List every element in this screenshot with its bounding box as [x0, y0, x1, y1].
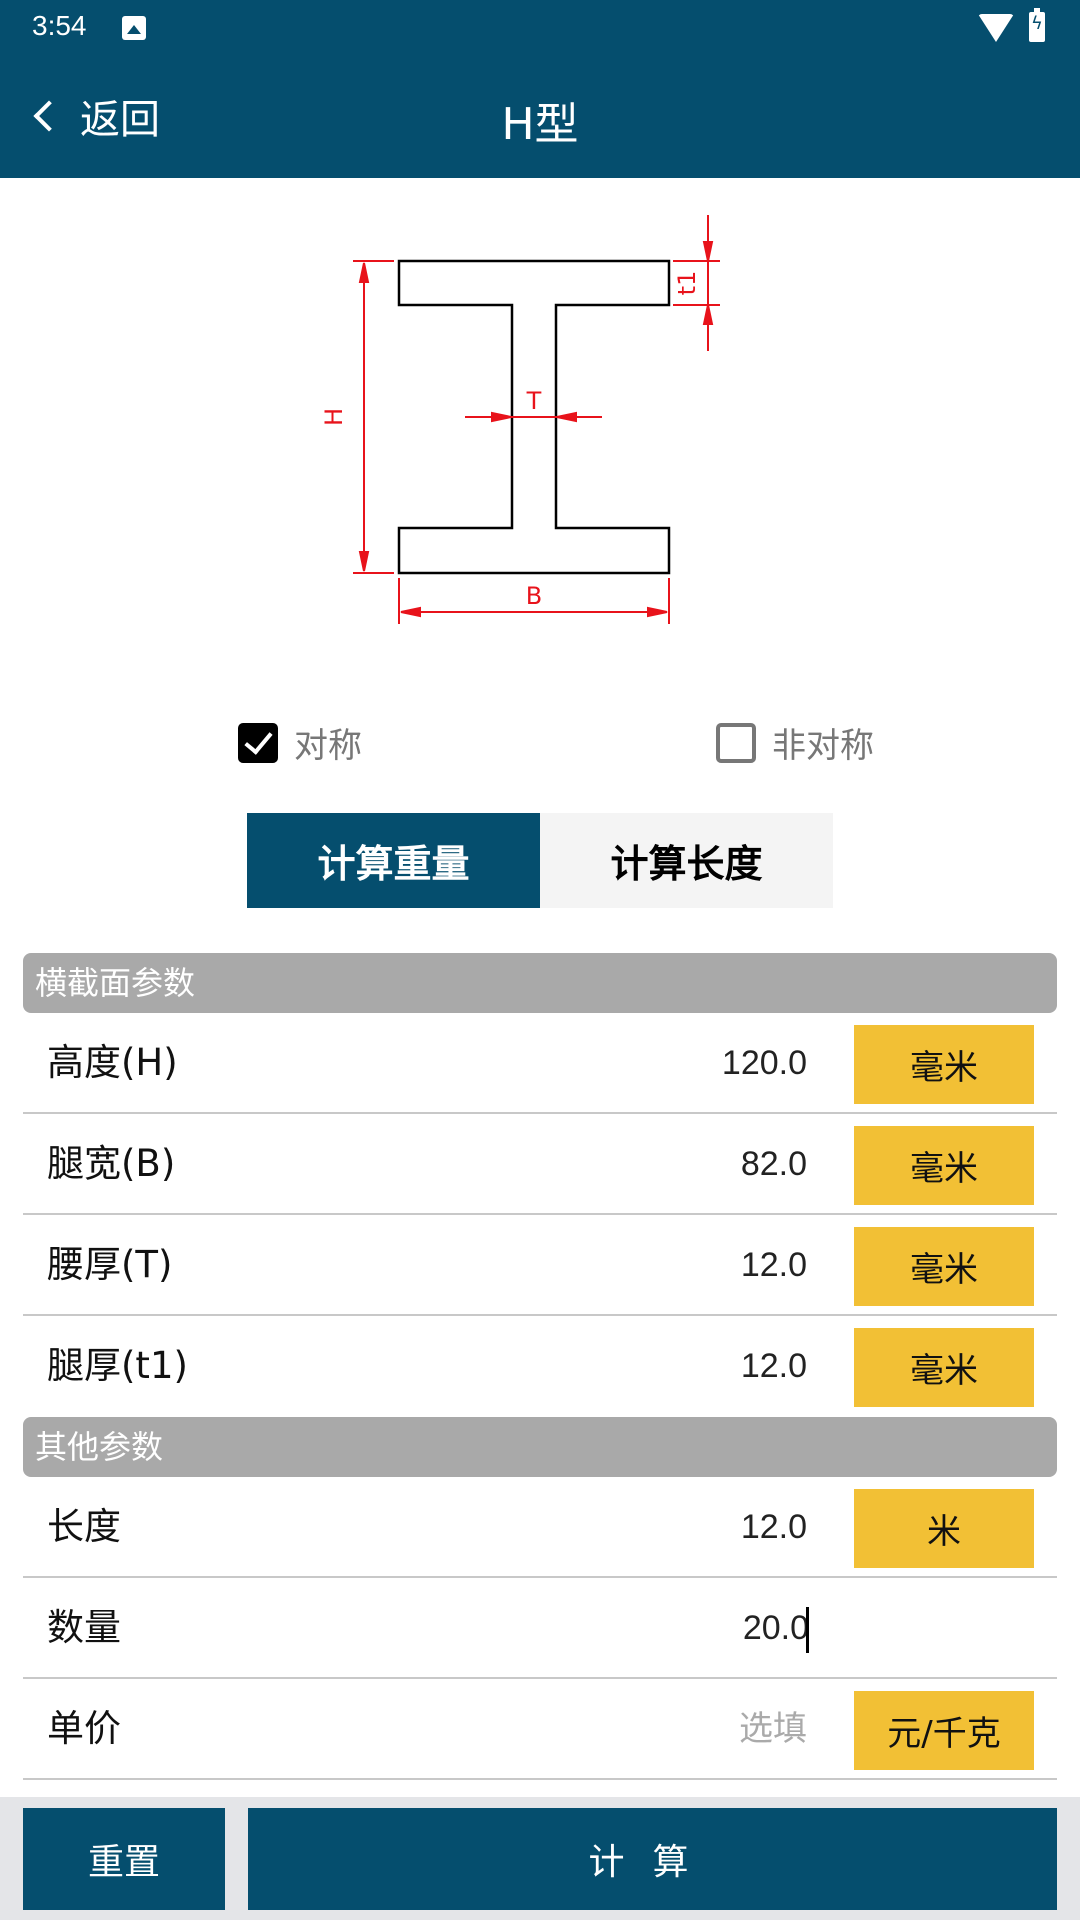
param-label: 腰厚(T) — [47, 1243, 173, 1286]
param-label: 腿厚(t1) — [47, 1344, 188, 1387]
param-row-length: 长度 12.0 米 — [23, 1477, 1057, 1578]
label-B: B — [526, 582, 542, 610]
back-button[interactable]: 返回 — [28, 86, 160, 146]
unit-button[interactable]: 毫米 — [854, 1025, 1034, 1104]
unit-button[interactable]: 米 — [854, 1489, 1034, 1568]
bottom-action-bar: 重置 计算 — [0, 1797, 1080, 1920]
reset-button[interactable]: 重置 — [23, 1808, 225, 1910]
symmetric-checkbox[interactable]: 对称 — [238, 718, 362, 767]
mode-tabs: 计算重量 计算长度 — [247, 813, 833, 908]
label-t1: t1 — [673, 271, 701, 296]
status-bar: 3:54 — [0, 0, 1080, 56]
h-beam-diagram: T B H t1 — [320, 200, 740, 640]
label-H: H — [320, 408, 348, 426]
param-row-unit-price: 单价 选填 元/千克 — [23, 1679, 1057, 1780]
app-header: 返回 H型 — [0, 56, 1080, 178]
symmetric-label: 对称 — [294, 726, 362, 766]
unit-button[interactable]: 元/千克 — [854, 1691, 1034, 1770]
wifi-icon — [978, 14, 1014, 42]
text-cursor — [806, 1607, 809, 1654]
unit-button[interactable]: 毫米 — [854, 1126, 1034, 1205]
length-input[interactable]: 12.0 — [740, 1508, 807, 1546]
param-row-quantity: 数量 20.0 — [23, 1578, 1057, 1679]
checkbox-unchecked-icon — [716, 722, 756, 763]
param-label: 数量 — [47, 1606, 121, 1649]
page-title: H型 — [501, 99, 579, 150]
asymmetric-checkbox[interactable]: 非对称 — [716, 718, 874, 767]
web-thickness-input[interactable]: 12.0 — [740, 1246, 807, 1284]
asymmetric-label: 非对称 — [772, 726, 874, 766]
section-header-cross-section: 横截面参数 — [23, 953, 1057, 1013]
param-row-web-thickness: 腰厚(T) 12.0 毫米 — [23, 1215, 1057, 1316]
image-notification-icon — [122, 16, 146, 40]
param-label: 腿宽(B) — [47, 1142, 176, 1185]
param-label: 高度(H) — [47, 1041, 178, 1084]
quantity-input[interactable]: 20.0 — [509, 1578, 809, 1678]
param-row-height: 高度(H) 120.0 毫米 — [23, 1013, 1057, 1114]
battery-charging-icon — [1029, 8, 1045, 42]
label-T: T — [526, 387, 542, 415]
unit-button[interactable]: 毫米 — [854, 1328, 1034, 1407]
tab-calc-length[interactable]: 计算长度 — [540, 813, 833, 908]
flange-thickness-input[interactable]: 12.0 — [740, 1347, 807, 1385]
calculate-button[interactable]: 计算 — [248, 1808, 1057, 1910]
param-row-width: 腿宽(B) 82.0 毫米 — [23, 1114, 1057, 1215]
symmetry-options: 对称 非对称 — [0, 718, 1080, 768]
section-header-other: 其他参数 — [23, 1417, 1057, 1477]
param-label: 单价 — [47, 1707, 121, 1750]
back-label: 返回 — [80, 97, 160, 143]
param-row-flange-thickness: 腿厚(t1) 12.0 毫米 — [23, 1316, 1057, 1417]
unit-button[interactable]: 毫米 — [854, 1227, 1034, 1306]
tab-calc-weight[interactable]: 计算重量 — [247, 813, 540, 908]
checkbox-checked-icon — [238, 722, 278, 763]
unit-price-input[interactable]: 选填 — [739, 1709, 807, 1749]
width-input[interactable]: 82.0 — [740, 1145, 807, 1183]
status-time: 3:54 — [32, 10, 87, 41]
quantity-value: 20.0 — [742, 1609, 809, 1647]
height-input[interactable]: 120.0 — [721, 1044, 807, 1082]
param-label: 长度 — [47, 1505, 121, 1548]
